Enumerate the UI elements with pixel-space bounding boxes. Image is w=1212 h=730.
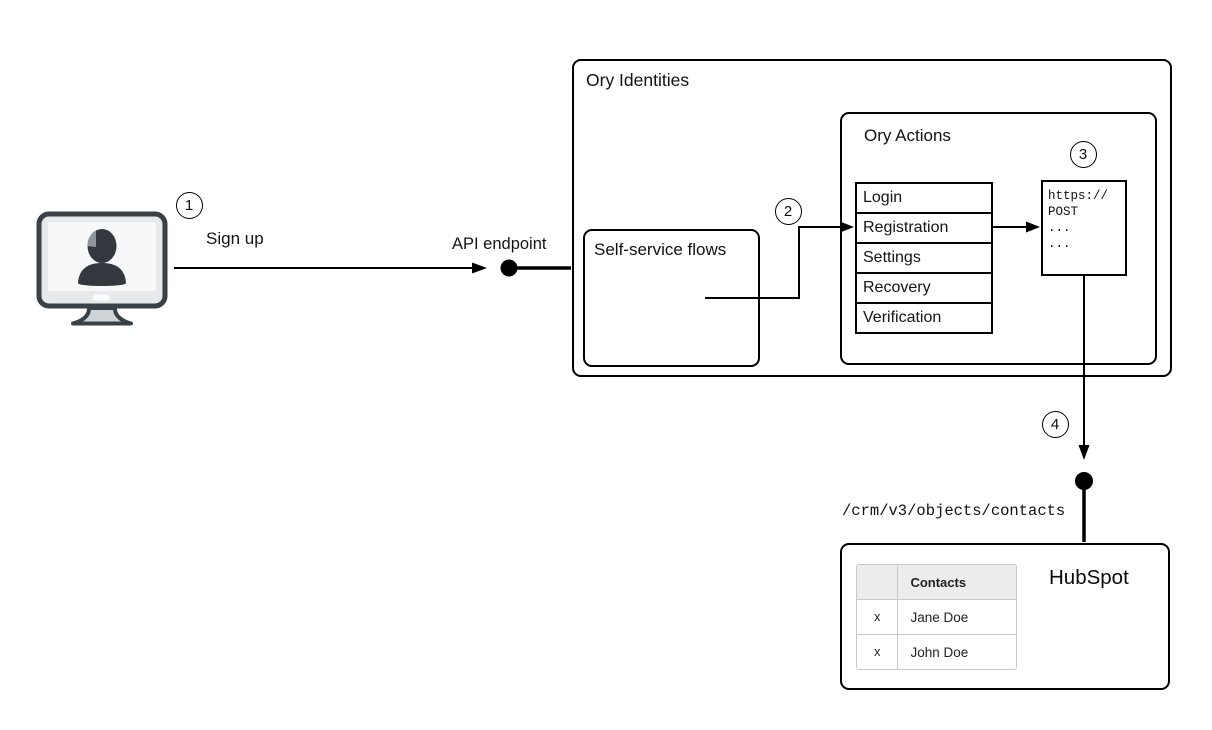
self-service-flows-box: Self-service flows bbox=[583, 229, 760, 367]
contacts-table-row: x John Doe bbox=[857, 634, 1016, 669]
user-computer-icon bbox=[36, 211, 168, 326]
crm-endpoint-node-dot bbox=[1075, 472, 1093, 490]
flow-row-verification: Verification bbox=[857, 302, 991, 332]
contacts-header-cell: Contacts bbox=[897, 565, 1016, 599]
hubspot-title: HubSpot bbox=[1049, 566, 1129, 589]
step-badge-2: 2 bbox=[774, 197, 802, 225]
self-service-flows-label: Self-service flows bbox=[594, 240, 727, 259]
flow-row-settings: Settings bbox=[857, 242, 991, 272]
monitor-button bbox=[93, 294, 110, 301]
step-badge-4: 4 bbox=[1041, 410, 1069, 438]
contacts-table-row: x Jane Doe bbox=[857, 599, 1016, 634]
contact-mark-cell: x bbox=[874, 610, 881, 624]
hubspot-contacts-table: Contacts x Jane Doe x John Doe bbox=[856, 564, 1017, 670]
hubspot-arrowhead bbox=[1078, 445, 1090, 460]
flow-row-registration: Registration bbox=[857, 212, 991, 242]
crm-path-label: /crm/v3/objects/contacts bbox=[842, 502, 1066, 520]
flow-row-login: Login bbox=[863, 189, 903, 206]
sign-up-label: Sign up bbox=[206, 229, 264, 248]
flow-row-recovery: Recovery bbox=[857, 272, 991, 302]
step-badge-1: 1 bbox=[175, 191, 203, 219]
monitor-stand bbox=[71, 306, 133, 326]
head-highlight bbox=[87, 230, 96, 247]
user-silhouette-shoulders bbox=[78, 263, 126, 286]
contact-mark-cell: x bbox=[874, 645, 881, 659]
contact-name-cell: John Doe bbox=[897, 635, 1016, 669]
webhook-line-ellipsis-1: ... bbox=[1048, 221, 1071, 235]
ory-actions-title: Ory Actions bbox=[864, 126, 951, 145]
contact-name-cell: Jane Doe bbox=[897, 600, 1016, 634]
step-badge-3: 3 bbox=[1069, 140, 1097, 168]
ory-identities-title: Ory Identities bbox=[586, 70, 690, 90]
contacts-header-empty-cell bbox=[857, 565, 897, 599]
webhook-line-ellipsis-2: ... bbox=[1048, 237, 1071, 251]
webhook-request-box: https:// POST ... ... bbox=[1041, 180, 1127, 276]
self-service-flow-list: Login Registration Settings Recovery Ver… bbox=[855, 182, 993, 334]
webhook-line-url: https:// bbox=[1048, 189, 1109, 203]
webhook-line-method: POST bbox=[1048, 205, 1079, 219]
contacts-table-header-row: Contacts bbox=[857, 565, 1016, 599]
signup-arrowhead bbox=[472, 262, 487, 274]
api-endpoint-node-dot bbox=[500, 259, 518, 277]
api-endpoint-label: API endpoint bbox=[452, 235, 547, 253]
